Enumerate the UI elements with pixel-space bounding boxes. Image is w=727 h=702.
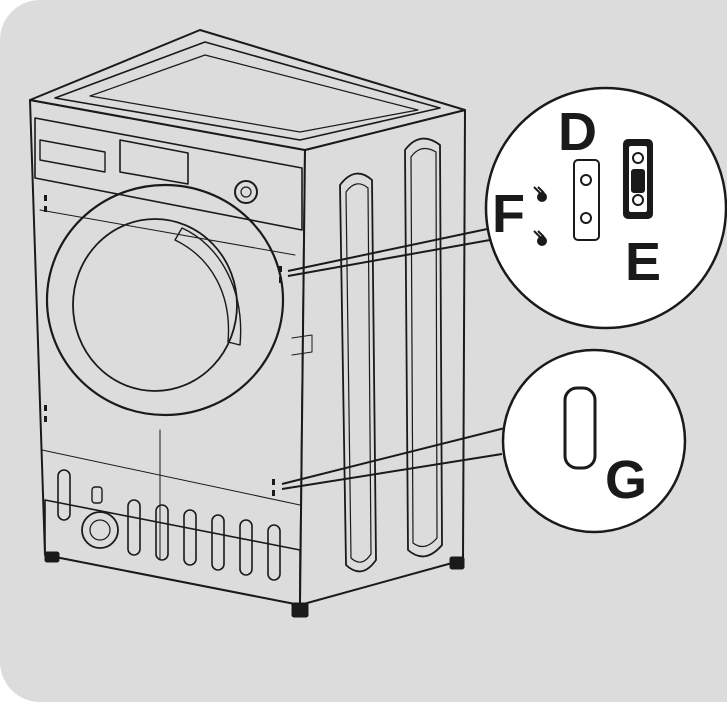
bracket-d — [574, 160, 599, 240]
cover-plug-g — [565, 388, 595, 468]
callout-plugs: G — [503, 350, 685, 532]
screw-icon — [537, 236, 547, 246]
label-f: F — [492, 184, 525, 244]
screw-icon — [537, 192, 547, 202]
label-d: D — [558, 102, 597, 162]
bracket-e — [624, 140, 652, 218]
callout-brackets: D E F — [486, 88, 726, 328]
label-g: G — [605, 450, 647, 510]
label-e: E — [625, 232, 661, 292]
washing-machine — [30, 30, 465, 617]
